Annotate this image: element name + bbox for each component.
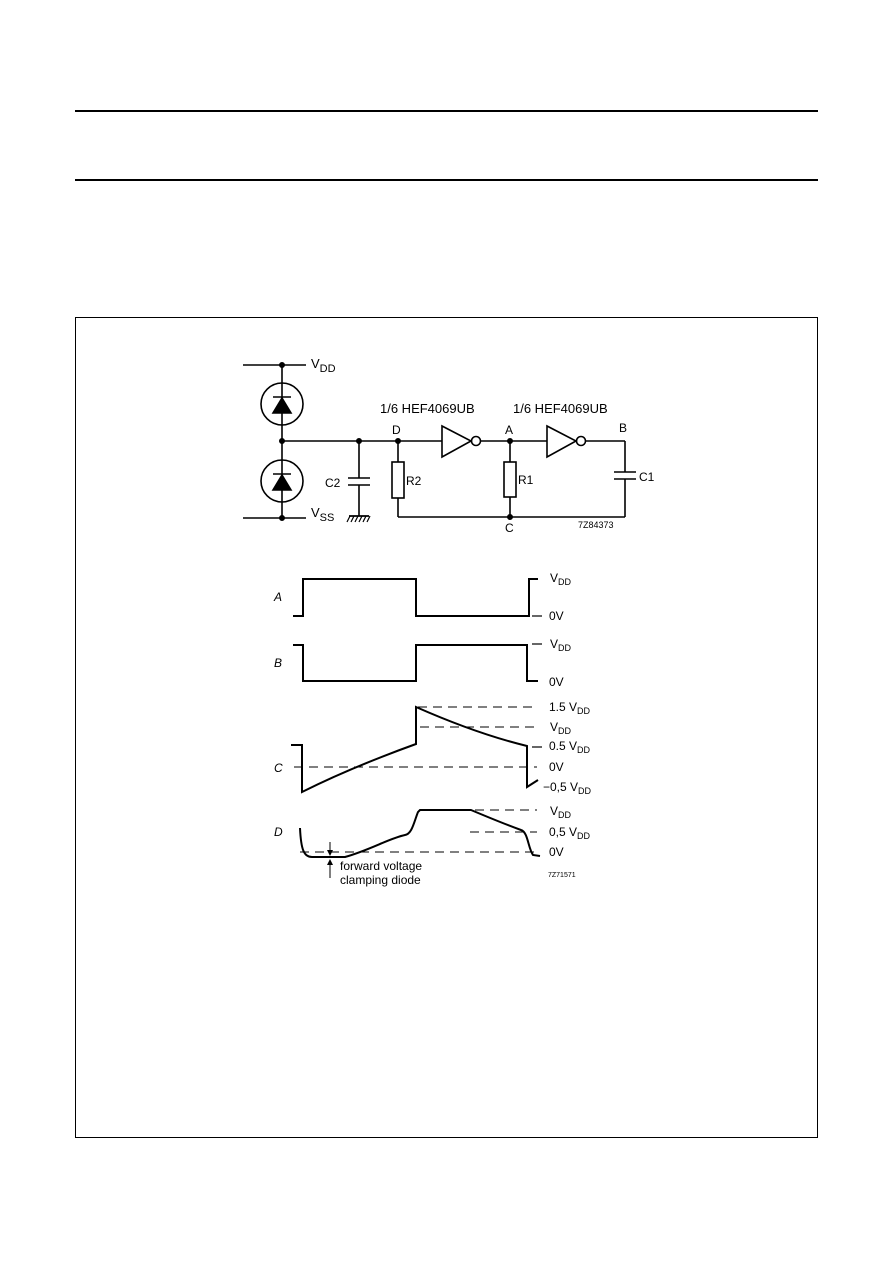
d-level-0-5-label: 0,5 VDD [549, 825, 591, 841]
c2-label: C2 [325, 476, 341, 490]
schematic [243, 361, 636, 523]
trace-c-label: C [274, 761, 283, 775]
r2-label: R2 [406, 474, 422, 488]
header-top-rule [75, 110, 818, 112]
resistor-r2-symbol [391, 441, 405, 517]
figure-frame [75, 317, 818, 1138]
inverter-1-symbol [441, 424, 482, 459]
junction-dot [278, 514, 285, 521]
clamp-annotation-line-1: forward voltage [340, 859, 422, 873]
vdd-label: VDD [311, 356, 336, 375]
waveforms [291, 578, 542, 878]
d-level-vdd-label: VDD [550, 804, 572, 820]
schematic-figure-code: 7Z84373 [578, 520, 614, 530]
waveform-a-trace [293, 578, 538, 617]
waveform-b-trace [293, 644, 538, 682]
trace-a-label: A [273, 590, 282, 604]
node-a-label: A [505, 423, 513, 437]
waveform-figure-code: 7Z71571 [548, 872, 576, 879]
node-b-label: B [619, 421, 627, 435]
r1-label: R1 [518, 473, 534, 487]
capacitor-c1-symbol [614, 441, 636, 517]
node-d-label: D [392, 423, 401, 437]
lower-clamping-diode-symbol [260, 459, 304, 503]
c-level-1-5-label: 1.5 VDD [549, 700, 591, 716]
schematic-labels: VDD VSS 1/6 HEF4069UB 1/6 HEF4069UB D A … [311, 356, 655, 535]
vss-label: VSS [311, 505, 334, 524]
level-ticks [532, 615, 542, 748]
trace-b-label: B [274, 656, 282, 670]
c-level-0-5-label: 0.5 VDD [549, 739, 591, 755]
upper-clamping-diode-symbol [260, 382, 304, 426]
b-high-label: VDD [550, 637, 572, 653]
reference-lines [294, 706, 537, 853]
c1-label: C1 [639, 470, 655, 484]
inverter-2-label: 1/6 HEF4069UB [513, 401, 608, 416]
header-bottom-rule [75, 179, 818, 181]
junction-dot [278, 361, 285, 368]
ground-icon [346, 515, 371, 523]
d-level-0-label: 0V [549, 845, 564, 859]
c-level-neg-label: −0,5 VDD [543, 780, 592, 796]
waveform-labels: A B C D VDD 0V VDD 0V 1.5 VDD VDD 0.5 VD… [273, 571, 592, 887]
node-c-label: C [505, 521, 514, 535]
b-low-label: 0V [549, 675, 564, 689]
resistor-r1-symbol [503, 441, 517, 517]
trace-d-label: D [274, 825, 283, 839]
a-high-label: VDD [550, 571, 572, 587]
inverter-1-label: 1/6 HEF4069UB [380, 401, 475, 416]
c-level-0-label: 0V [549, 760, 564, 774]
inverter-2-symbol [546, 424, 587, 459]
waveform-d-trace [299, 809, 541, 858]
c-level-vdd-label: VDD [550, 720, 572, 736]
a-low-label: 0V [549, 609, 564, 623]
clamp-annotation-line-2: clamping diode [340, 873, 421, 887]
waveform-c-trace [291, 705, 539, 794]
capacitor-c2-symbol [348, 441, 370, 516]
